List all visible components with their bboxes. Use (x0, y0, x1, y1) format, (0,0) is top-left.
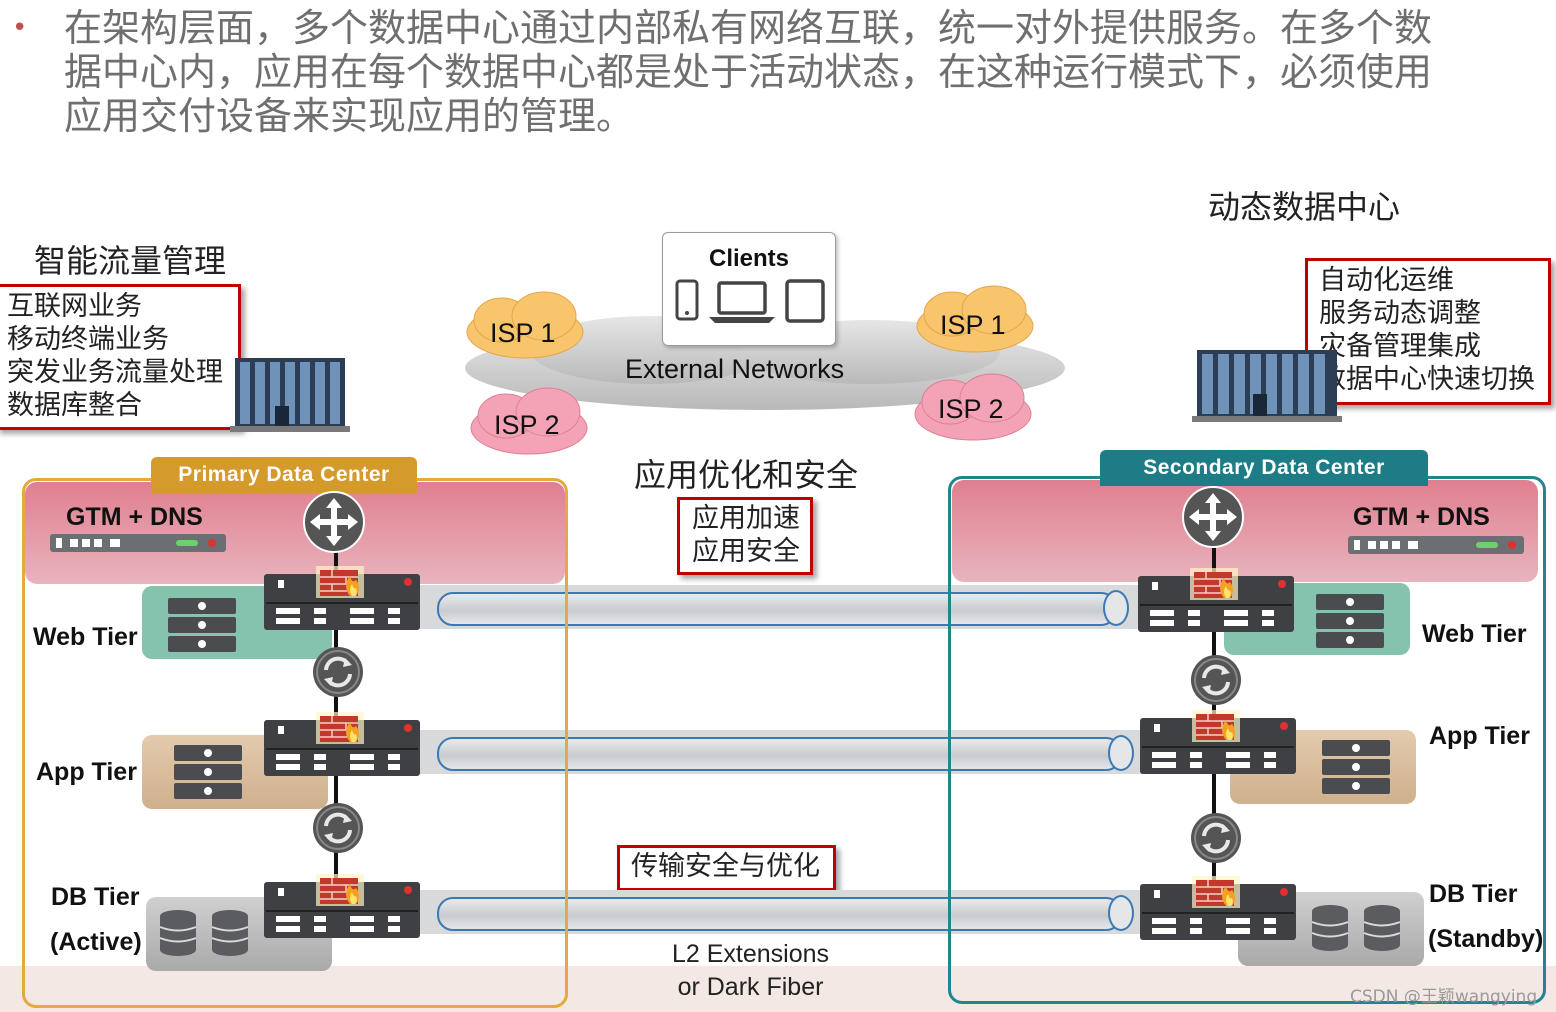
secondary-app-adc-appliance-icon (1140, 710, 1296, 774)
primary-gtm-band (25, 482, 565, 584)
secondary-dc-title: Secondary Data Center (1100, 450, 1428, 486)
left-feature-box: 互联网业务 移动终端业务 突发业务流量处理 数据库整合 (0, 284, 241, 430)
bullet: • (12, 13, 28, 43)
secondary-web-tier-label: Web Tier (1422, 620, 1527, 648)
center-feature-box: 应用加速 应用安全 (677, 497, 813, 575)
primary-gtm-device-icon (50, 534, 226, 552)
external-networks-label: External Networks (625, 354, 845, 384)
web-tier-fiber-link (415, 585, 1145, 629)
right-feature-box: 自动化运维 服务动态调整 灾备管理集成 数据中心快速切换 (1305, 258, 1551, 405)
primary-app-tier-label: App Tier (36, 758, 137, 786)
right-feature-item: 服务动态调整 (1319, 298, 1481, 329)
intro-line-3: 应用交付设备来实现应用的管理。 (64, 94, 635, 138)
primary-gslb-move-icon (303, 491, 365, 553)
secondary-gtm-band (952, 480, 1538, 582)
app-tier-fiber-link (415, 730, 1150, 774)
left-feature-item: 互联网业务 (7, 291, 142, 322)
primary-dc-title: Primary Data Center (151, 457, 417, 493)
secondary-gslb-move-icon (1182, 486, 1244, 548)
isp2-left-cloud-icon (470, 387, 588, 455)
isp1-right-label: ISP 1 (940, 310, 1006, 340)
primary-web-server-icon (168, 598, 236, 652)
right-feature-item: 灾备管理集成 (1319, 331, 1481, 362)
primary-db-state-label: (Active) (50, 928, 142, 956)
left-heading: 智能流量管理 (34, 242, 227, 280)
secondary-database-icon (1311, 905, 1401, 951)
primary-app-server-icon (174, 745, 242, 799)
clients-box: Clients (662, 232, 836, 346)
secondary-web-server-icon (1316, 594, 1384, 648)
center-feature-item: 应用加速 (692, 503, 800, 534)
clients-label: Clients (708, 245, 789, 272)
isp2-right-cloud-icon (914, 373, 1032, 441)
secondary-db-state-label: (Standby) (1428, 925, 1544, 953)
primary-sync-icon (313, 647, 363, 697)
transport-label: 传输安全与优化 (631, 851, 820, 882)
isp1-left-label: ISP 1 (490, 318, 556, 348)
l2-label: L2 Extensions or Dark Fiber (672, 938, 829, 1004)
primary-db-tier-label: DB Tier (51, 883, 140, 911)
right-feature-item: 数据中心快速切换 (1319, 364, 1535, 395)
primary-datacenter-building-icon (185, 358, 375, 460)
center-heading: 应用优化和安全 (634, 456, 859, 494)
isp1-right-cloud-icon (916, 285, 1034, 353)
left-feature-item: 突发业务流量处理 (7, 357, 223, 388)
secondary-sync-icon (1191, 655, 1241, 705)
isp2-right-label: ISP 2 (938, 394, 1004, 424)
center-feature-item: 应用安全 (692, 536, 800, 567)
secondary-app-server-icon (1322, 740, 1390, 794)
primary-app-adc-appliance-icon (264, 712, 420, 776)
primary-database-icon (159, 910, 249, 956)
secondary-db-adc-appliance-icon (1140, 876, 1296, 940)
primary-sync-icon (313, 803, 363, 853)
isp2-left-label: ISP 2 (494, 410, 560, 440)
left-feature-item: 移动终端业务 (7, 324, 169, 355)
primary-web-adc-appliance-icon (264, 566, 420, 630)
left-feature-item: 数据库整合 (7, 390, 142, 421)
bottom-shade (0, 966, 1556, 1012)
secondary-datacenter-building-icon (1170, 350, 1370, 452)
client-devices-icon (675, 279, 825, 323)
right-feature-item: 自动化运维 (1319, 265, 1454, 296)
primary-db-adc-appliance-icon (264, 874, 420, 938)
secondary-sync-icon (1191, 813, 1241, 863)
l2-label-line-2: or Dark Fiber (677, 973, 824, 1001)
transport-feature-box: 传输安全与优化 (617, 845, 836, 891)
watermark: CSDN @王颖wangying (1350, 987, 1538, 1007)
intro-line-1: 在架构层面，多个数据中心通过内部私有网络互联，统一对外提供服务。在多个数 (64, 6, 1433, 50)
primary-gtm-label: GTM + DNS (66, 503, 203, 531)
isp1-left-cloud-icon (466, 291, 584, 359)
intro-paragraph: • 在架构层面，多个数据中心通过内部私有网络互联，统一对外提供服务。在多个数 据… (12, 6, 1552, 138)
secondary-db-tier-label: DB Tier (1429, 880, 1518, 908)
db-tier-fiber-link (415, 890, 1150, 934)
intro-line-2: 据中心内，应用在每个数据中心都是处于活动状态，在这种运行模式下，必须使用 (64, 50, 1433, 94)
secondary-gtm-device-icon (1348, 536, 1524, 554)
secondary-gtm-label: GTM + DNS (1353, 503, 1490, 531)
secondary-app-tier-label: App Tier (1429, 722, 1530, 750)
secondary-web-adc-appliance-icon (1138, 568, 1294, 632)
right-heading: 动态数据中心 (1208, 188, 1401, 226)
l2-label-line-1: L2 Extensions (672, 940, 830, 968)
primary-web-tier-label: Web Tier (33, 623, 138, 651)
